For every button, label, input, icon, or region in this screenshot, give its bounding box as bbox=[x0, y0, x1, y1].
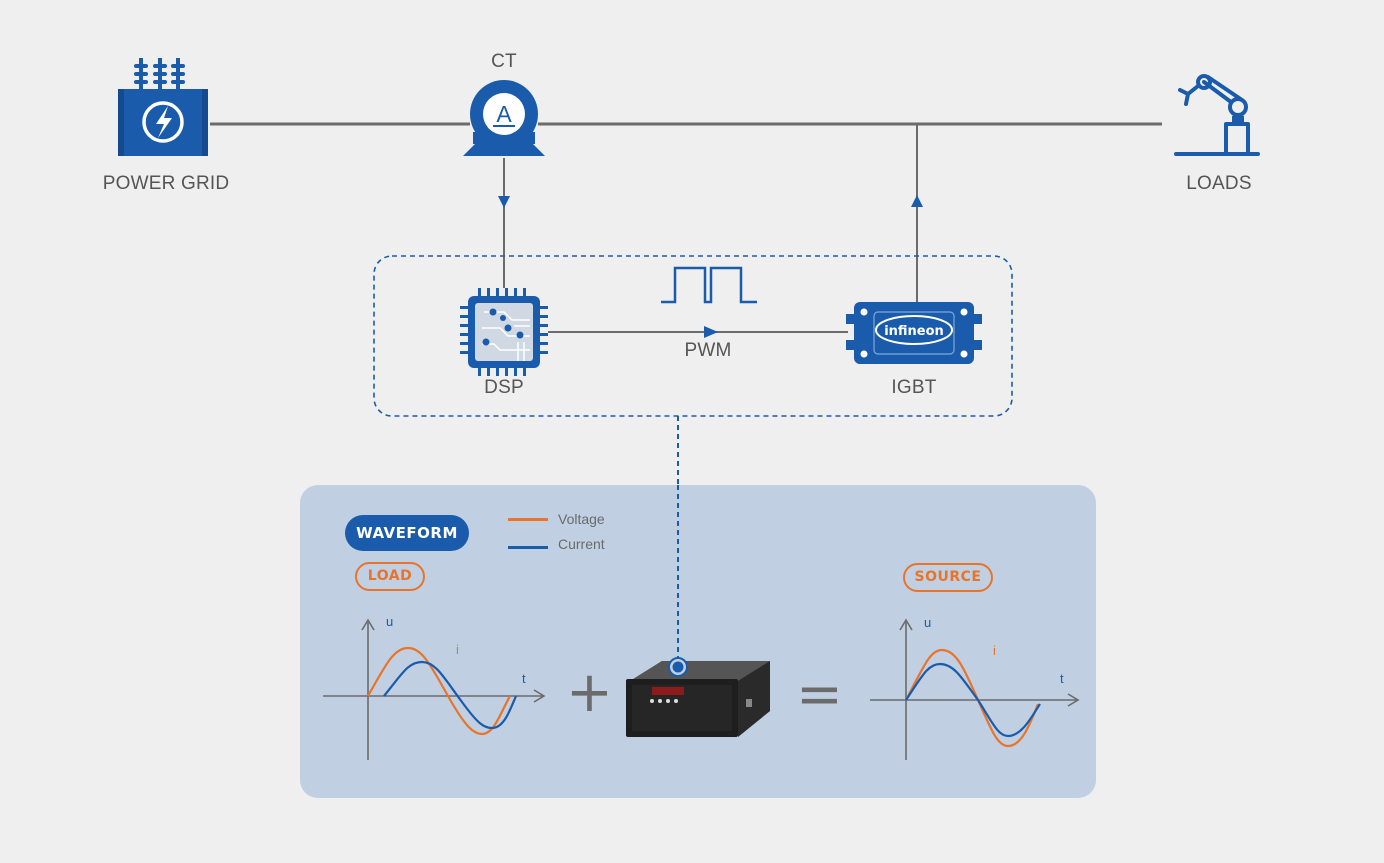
load-t-label: t bbox=[522, 671, 526, 686]
pwm-arrow bbox=[704, 326, 718, 338]
pwm-label: PWM bbox=[684, 340, 732, 361]
robot-arm-icon bbox=[1174, 74, 1260, 156]
ct-to-dsp-arrow bbox=[498, 196, 510, 208]
load-u-label: u bbox=[386, 614, 394, 629]
load-waveform-graph bbox=[323, 618, 546, 760]
equals-sign: = bbox=[796, 662, 843, 727]
waveform-badge: WAVEFORM bbox=[345, 515, 469, 551]
load-current-curve bbox=[383, 660, 518, 730]
source-current-curve bbox=[905, 662, 1041, 738]
igbt-label: IGBT bbox=[891, 377, 937, 398]
pwm-signal-icon bbox=[661, 266, 757, 304]
load-badge: LOAD bbox=[355, 562, 425, 591]
dsp-label: DSP bbox=[484, 377, 524, 398]
current-transformer-icon: A bbox=[463, 80, 545, 156]
load-voltage-curve bbox=[367, 646, 511, 736]
loads-label: LOADS bbox=[1186, 173, 1252, 194]
source-badge: SOURCE bbox=[903, 563, 993, 592]
power-device-icon bbox=[626, 657, 770, 737]
source-i-label: i bbox=[993, 643, 996, 658]
control-box bbox=[373, 255, 1013, 417]
legend-voltage-swatch bbox=[508, 518, 548, 521]
legend-current-label: Current bbox=[558, 536, 605, 552]
ct-label: CT bbox=[491, 51, 517, 72]
transformer-icon bbox=[118, 58, 208, 156]
plus-sign: + bbox=[566, 660, 613, 725]
load-i-label: i bbox=[456, 642, 459, 657]
legend-voltage-label: Voltage bbox=[558, 511, 605, 527]
source-waveform-graph bbox=[870, 618, 1080, 760]
source-t-label: t bbox=[1060, 671, 1064, 686]
legend-current-swatch bbox=[508, 546, 548, 549]
source-u-label: u bbox=[924, 615, 932, 630]
igbt-to-bus-arrow bbox=[911, 195, 923, 207]
infineon-logo: infineon bbox=[884, 324, 944, 339]
ct-symbol: A bbox=[496, 101, 512, 127]
igbt-module-icon: infineon bbox=[846, 302, 982, 364]
dsp-chip-icon bbox=[460, 288, 548, 376]
power-grid-label: POWER GRID bbox=[102, 173, 230, 194]
